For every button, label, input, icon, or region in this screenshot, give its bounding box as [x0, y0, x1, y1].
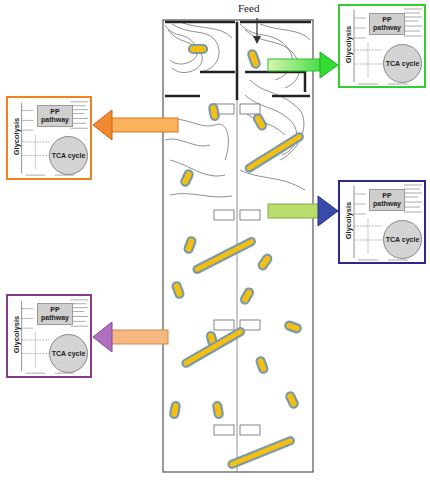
- pathway-label: PP pathway: [371, 16, 403, 32]
- pathway-title: Glycolysis: [344, 18, 353, 72]
- pathway-map-panel: Glycolysis PP pathwayTCA cycle: [338, 4, 426, 88]
- pathway-map-panel: Glycolysis PP pathwayTCA cycle: [6, 96, 92, 180]
- feed-label: Feed: [238, 2, 259, 14]
- cycle-label: TCA cycle: [52, 350, 86, 358]
- cycle-label: TCA cycle: [386, 236, 420, 244]
- pathway-label: PP pathway: [371, 192, 403, 208]
- pathway-label: PP pathway: [39, 306, 71, 322]
- cycle-circle: TCA cycle: [383, 44, 422, 83]
- cycle-circle: TCA cycle: [49, 334, 88, 373]
- pathway-map-panel: Glycolysis PP pathwayTCA cycle: [338, 180, 426, 264]
- cycle-label: TCA cycle: [386, 60, 420, 68]
- pathway-box: PP pathway: [369, 13, 405, 35]
- pathway-title: Glycolysis: [12, 308, 21, 362]
- pathway-title: Glycolysis: [344, 194, 353, 248]
- pathway-box: PP pathway: [369, 189, 405, 211]
- pathway-map-panel: Glycolysis PP pathwayTCA cycle: [6, 294, 92, 378]
- cycle-circle: TCA cycle: [383, 220, 422, 259]
- cycle-circle: TCA cycle: [49, 136, 88, 175]
- pathway-box: PP pathway: [37, 105, 73, 127]
- pathway-label: PP pathway: [39, 108, 71, 124]
- pathway-title: Glycolysis: [12, 110, 21, 164]
- cycle-label: TCA cycle: [52, 152, 86, 160]
- pathway-box: PP pathway: [37, 303, 73, 325]
